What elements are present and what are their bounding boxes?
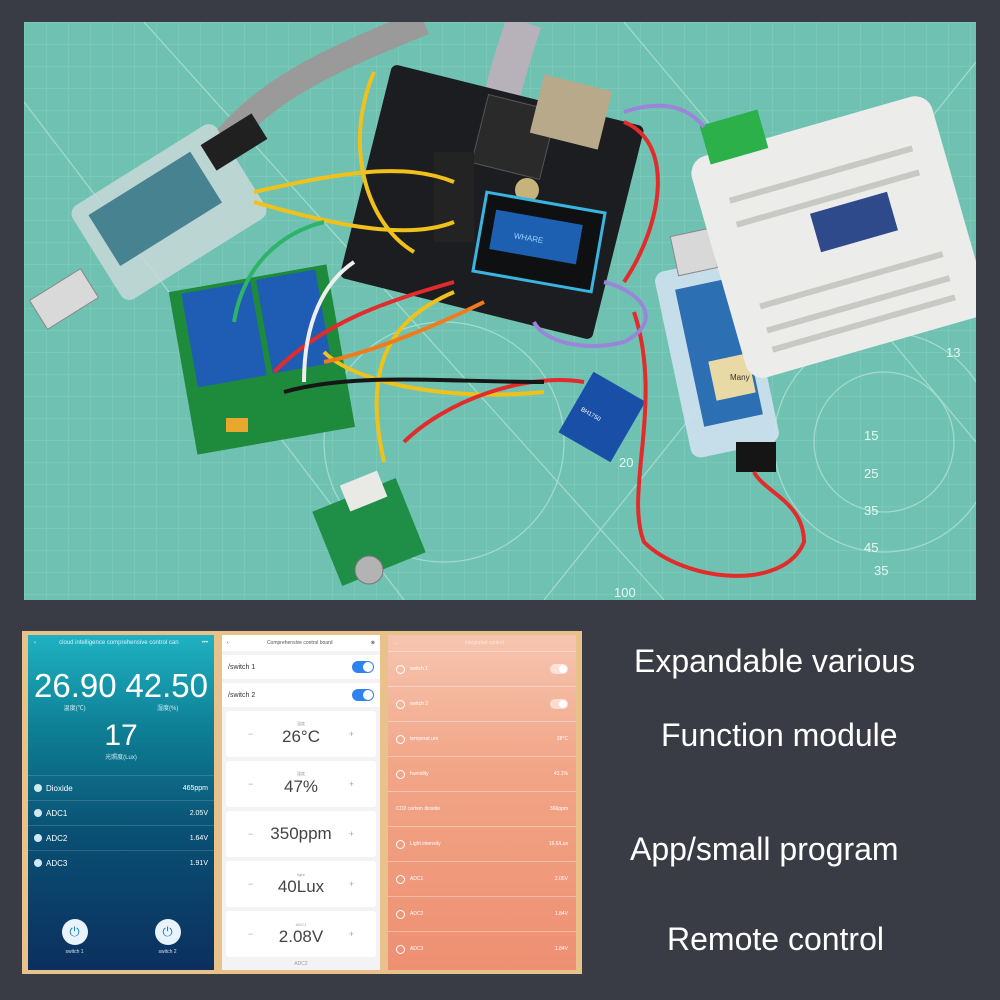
mat-number: 13 [946,345,960,360]
temperature-label: 温度(℃) [63,706,86,712]
sensor-icon [34,809,42,817]
switch-2-button[interactable]: ⏻ switch 2 [154,919,181,955]
feature-caption-expandable: Expandable various [634,643,916,679]
increment-button[interactable]: + [348,729,354,739]
switch-toggle[interactable] [352,661,374,673]
app-title: cloud intelligence comprehensive control… [59,639,179,646]
usb-adapter-left [28,113,268,331]
mat-number: 25 [864,466,878,481]
value-card: ADC1 2.08V − + [226,911,376,957]
power-icon[interactable]: ⏻ [61,919,88,945]
sensor-icon [396,944,405,954]
mat-number: 20 [619,455,633,470]
increment-button[interactable]: + [348,879,354,889]
increment-button[interactable]: + [348,929,354,939]
list-item: CO2 carbon dioxide 366ppm [388,791,576,826]
power-icon [396,664,405,674]
footer-label: ADC2 [294,961,308,967]
gas-sensor [312,470,426,586]
list-item: ADC3 1.91V [28,850,214,875]
thermometer-icon [396,734,405,744]
list-item: temperat ure 28°C [388,721,576,756]
app-title: integrated control [465,640,504,646]
mat-number: 45 [864,540,878,555]
value-card: 温度 26°C − + [226,711,376,757]
list-item: ADC2 1.84V [388,896,576,931]
humidity-icon [396,769,405,779]
list-item: ADC2 1.64V [28,825,214,850]
value-card: light 40Lux − + [226,861,376,907]
humidity-value: 42.50 [125,667,208,704]
switch-row: /switch 1 [222,655,380,679]
mat-number: 35 [874,563,888,578]
humidity-label: 湿度(%) [156,706,179,712]
switch-row: /switch 2 [222,683,380,707]
back-icon[interactable]: ‹ [227,640,229,646]
power-icon[interactable]: ⏻ [154,919,181,945]
mat-number: 100 [614,585,636,600]
feature-caption-remote: Remote control [667,921,884,957]
increment-button[interactable]: + [348,829,354,839]
list-item: ADC1 2.05V [28,800,214,825]
mat-number: 15 [864,428,878,443]
back-icon[interactable]: ‹ [34,640,36,646]
main-controller-board: WHARE [340,65,644,339]
list-item: humidity 43.1% [388,756,576,791]
switch-1-button[interactable]: ⏻ switch 1 [61,919,88,955]
sensor-icon [396,874,405,884]
power-icon [396,699,405,709]
sensor-icon [396,909,405,919]
app-header: ← integrated control [388,635,576,651]
value-card: 350ppm − + [226,811,376,857]
switch-toggle[interactable] [352,689,374,701]
decrement-button[interactable]: − [248,729,254,739]
mat-number: 35 [864,503,878,518]
sun-icon [396,839,405,849]
more-icon[interactable]: ••• [201,640,208,646]
sensor-icon [34,859,42,867]
decrement-button[interactable]: − [248,929,254,939]
app-dashboard-dark: ‹ cloud intelligence comprehensive contr… [28,635,214,970]
app-integrated-salmon: ← integrated control switch 1 switch 2 t… [388,635,576,970]
usb-label: Many [730,373,750,382]
temperature-value: 26.90 [34,667,117,704]
list-item: Dioxide 465ppm [28,775,214,800]
increment-button[interactable]: + [348,779,354,789]
app-header: ‹ cloud intelligence comprehensive contr… [28,635,214,651]
sensor-enclosure [691,96,976,378]
sensor-icon [34,784,42,792]
jumper-wires [232,71,807,578]
product-photo: 13 15 25 35 45 35 100 20 WHARE [24,22,976,600]
list-item: ADC1 2.05V [388,861,576,896]
app-title: Comprehensive control board [266,640,333,646]
decrement-button[interactable]: − [248,829,254,839]
relay-board [168,264,356,455]
list-item: Light intensity 16.6/Lux [388,826,576,861]
switch-toggle[interactable] [550,699,568,709]
switch-toggle[interactable] [550,664,568,674]
list-item: switch 2 [388,686,576,721]
app-screenshots: ‹ cloud intelligence comprehensive contr… [22,631,582,974]
close-icon[interactable]: ⊗ [370,640,375,646]
app-header: ‹ Comprehensive control board ⊗ [222,635,380,651]
app-control-light: ‹ Comprehensive control board ⊗ /switch … [222,635,380,970]
value-card: 湿度 47% − + [226,761,376,807]
light-label: 光照度(Lux) [105,755,137,761]
list-item: switch 1 [388,651,576,686]
light-value: 17 [104,719,138,752]
hardware-illustration: 13 15 25 35 45 35 100 20 WHARE [24,22,976,600]
back-icon[interactable]: ← [394,640,399,646]
feature-caption-function: Function module [661,717,898,753]
feature-caption-app: App/small program [630,831,899,867]
sensor-icon [34,834,42,842]
light-sensor: BH1750 [558,371,646,463]
list-item: ADC3 1.84V [388,931,576,966]
decrement-button[interactable]: − [248,779,254,789]
decrement-button[interactable]: − [248,879,254,889]
